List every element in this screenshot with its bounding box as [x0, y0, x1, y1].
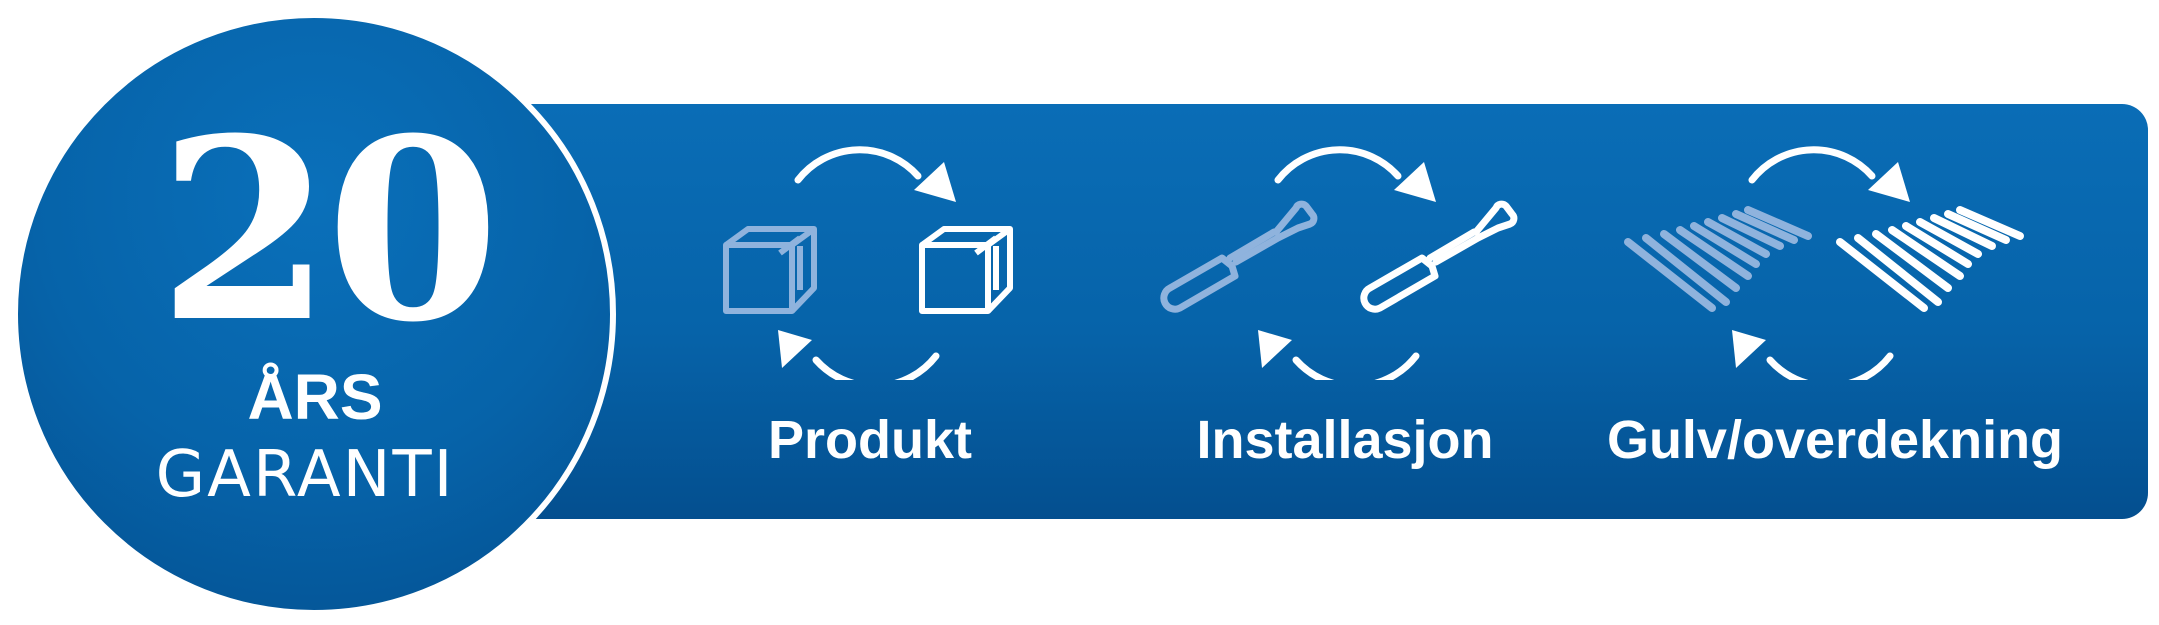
warranty-badge [12, 12, 616, 616]
warranty-years-label: ÅRS [247, 361, 383, 433]
item-label-produkt: Produkt [767, 410, 972, 470]
tool-replacement-icon [1160, 146, 1518, 380]
warranty-label: GARANTI [155, 438, 455, 512]
warranty-years-number: 20 [158, 83, 500, 377]
item-label-gulv-overdekning: Gulv/overdekning [1606, 410, 2064, 470]
item-label-installasjon: Installasjon [1196, 410, 1494, 470]
floor-replacement-icon [1624, 146, 2024, 380]
cube-replacement-icon [723, 146, 1013, 380]
